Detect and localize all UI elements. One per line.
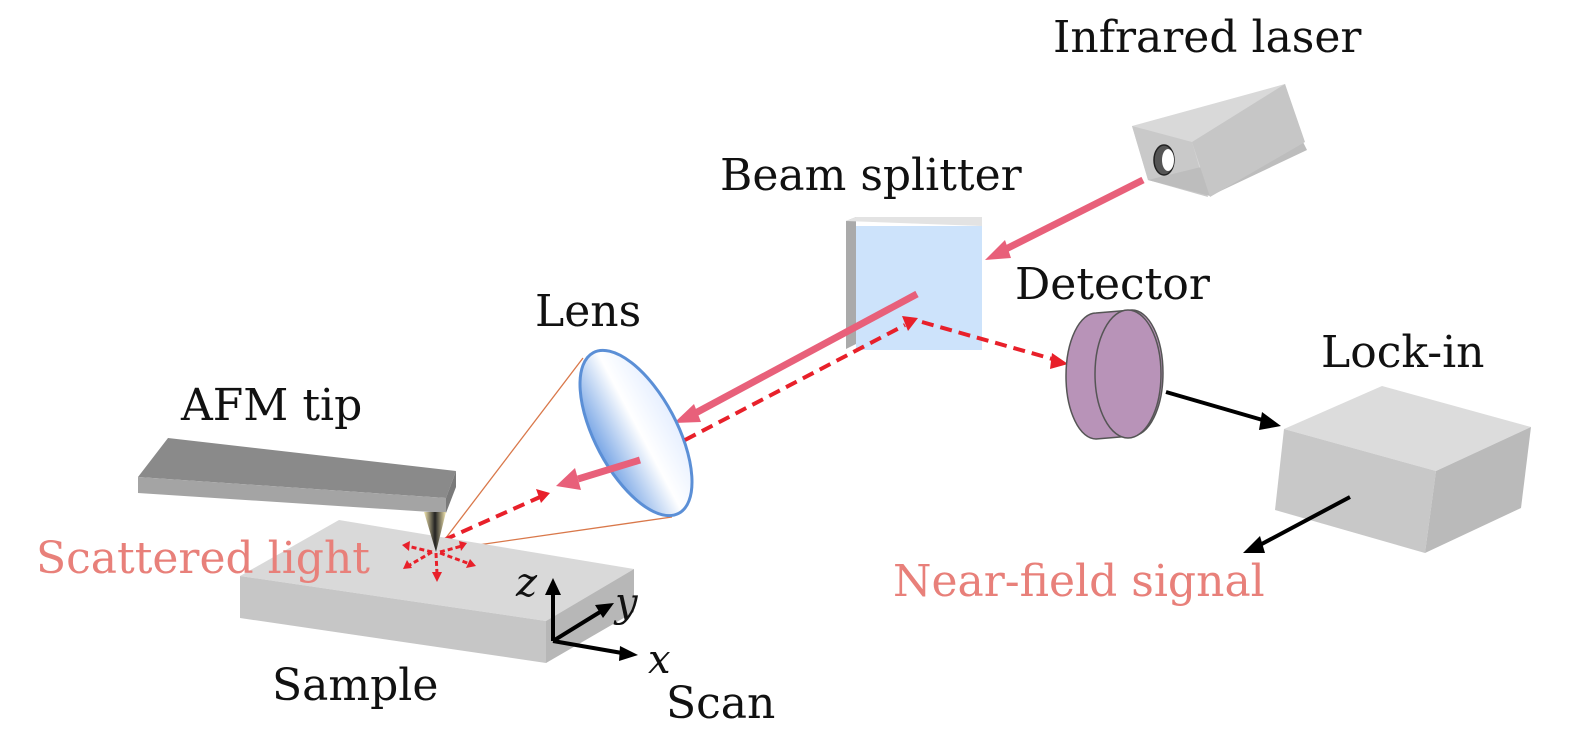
label-detector: Detector — [1015, 259, 1211, 310]
label-beam-splitter: Beam splitter — [720, 150, 1023, 201]
label-infrared-laser: Infrared laser — [1053, 12, 1362, 63]
focused-beam-head — [556, 468, 581, 490]
axis-y-line — [551, 610, 602, 643]
label-axis-z: z — [515, 560, 538, 606]
incident-beam-1-head — [985, 240, 1011, 260]
beam-splitter — [846, 217, 982, 350]
return-beam-tip-to-lens — [443, 495, 541, 542]
scatter-arrow-5 — [439, 551, 471, 566]
scan-axes — [545, 578, 638, 661]
label-near-field-signal: Near-field signal — [893, 556, 1265, 607]
detector-to-lockin-arrow — [1165, 390, 1281, 430]
axis-y-head — [595, 603, 614, 618]
scatter-head-5 — [466, 559, 476, 568]
cantilever-top — [138, 438, 456, 498]
label-axis-x: x — [648, 637, 671, 683]
label-axis-y: y — [613, 580, 639, 626]
lockin-front — [1275, 429, 1436, 553]
label-afm-tip: AFM tip — [180, 380, 362, 431]
scatter-head-2 — [403, 560, 412, 569]
lock-in-amplifier — [1275, 386, 1531, 553]
sample-front — [240, 576, 546, 663]
lens — [435, 348, 694, 552]
focus-cone-upper — [435, 357, 584, 552]
label-lens: Lens — [535, 286, 641, 337]
lockin-output-arrow — [1243, 495, 1351, 553]
beam-splitter-side — [846, 217, 856, 349]
incident-beam-2-head — [674, 404, 701, 423]
scatter-arrow-3 — [434, 552, 439, 575]
scatter-arrow-4 — [439, 544, 463, 554]
label-lock-in: Lock-in — [1321, 327, 1485, 378]
scatter-arrow-2 — [407, 550, 433, 568]
return-beam — [443, 320, 1057, 542]
scatter-arrow-1 — [406, 544, 433, 554]
laser-aperture-rim — [1162, 149, 1174, 171]
cantilever-end — [446, 471, 456, 513]
scattered-light-arrows — [406, 544, 471, 575]
lockin-side — [1425, 427, 1531, 553]
focused-beam — [556, 456, 642, 490]
label-scan: Scan — [666, 678, 775, 729]
detector — [1065, 309, 1164, 440]
afm-tip — [424, 512, 446, 552]
lockin-output-head — [1243, 536, 1265, 553]
return-beam-splitter-to-detector — [921, 320, 1057, 362]
lockin-top — [1284, 386, 1531, 471]
lens-body — [578, 348, 694, 518]
return-beam-head-1 — [536, 489, 550, 503]
infrared-laser — [1132, 84, 1307, 197]
detector-face — [1094, 309, 1162, 439]
incident-beam-1 — [985, 176, 1145, 260]
beam-splitter-top — [846, 217, 982, 226]
detector-to-lockin-head — [1259, 412, 1281, 430]
incident-beam-2 — [674, 290, 919, 423]
return-beam-head-2 — [902, 316, 918, 331]
scatter-head-1 — [402, 541, 410, 551]
axis-z-head — [545, 578, 561, 595]
laser-body-face — [1192, 84, 1305, 197]
scatter-head-4 — [459, 541, 467, 551]
return-beam-head-3 — [1050, 353, 1068, 369]
return-beam-lens-to-splitter — [684, 323, 906, 442]
beam-splitter-face — [856, 226, 982, 350]
label-sample: Sample — [272, 660, 438, 711]
axis-x-line — [552, 639, 623, 655]
axis-x-head — [619, 646, 638, 661]
label-scattered-light: Scattered light — [36, 533, 370, 584]
scattered-light-arrow-heads — [402, 541, 476, 582]
cantilever-front — [138, 477, 446, 513]
afm-cantilever — [138, 438, 456, 552]
scatter-head-3 — [432, 572, 442, 582]
